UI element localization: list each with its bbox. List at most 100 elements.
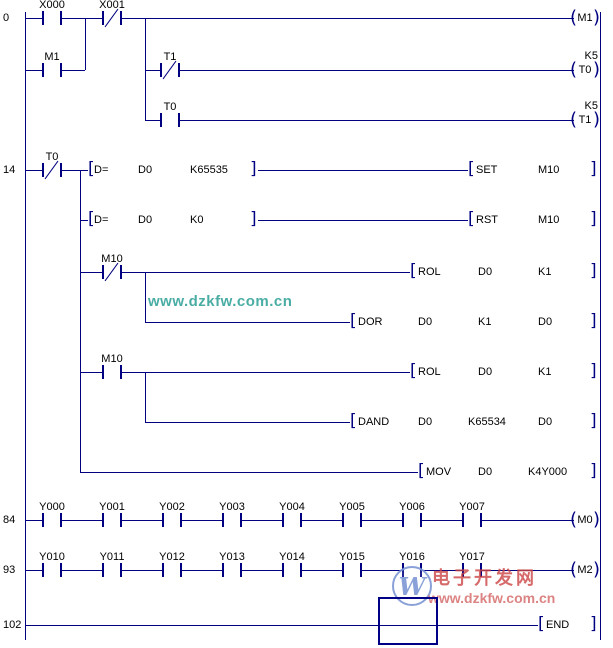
close-bracket-icon: ] — [590, 159, 597, 179]
edit-cursor[interactable] — [378, 597, 438, 645]
contact-y001[interactable] — [102, 513, 122, 527]
contact-bar — [160, 63, 162, 77]
paren-close-icon: ) — [592, 509, 600, 530]
contact-label: T0 — [163, 101, 177, 113]
contact-label: Y013 — [219, 551, 245, 563]
nc-slash-icon — [104, 8, 119, 28]
instruction-end[interactable]: [END] — [538, 614, 598, 636]
coil-m2[interactable]: (M2) — [570, 559, 600, 581]
contact-bar — [240, 513, 242, 527]
contact-bar — [222, 513, 224, 527]
operand: SET — [476, 164, 498, 176]
paren-open-icon: ( — [570, 109, 578, 130]
wire-segment — [25, 18, 42, 19]
contact-y010[interactable] — [42, 563, 62, 577]
contact-bar — [360, 513, 362, 527]
operand: DAND — [358, 416, 390, 428]
wire-segment — [362, 570, 402, 571]
contact-y000[interactable] — [42, 513, 62, 527]
contact-y015[interactable] — [342, 563, 362, 577]
contact-y013[interactable] — [222, 563, 242, 577]
wire-segment — [80, 372, 102, 373]
instruction-set[interactable]: [SET M10] — [468, 159, 598, 181]
contact-bar — [300, 563, 302, 577]
operand: K1 — [538, 266, 552, 278]
paren-open-icon: ( — [570, 559, 578, 580]
coil-t1[interactable]: (T1) — [570, 109, 600, 131]
contact-bar — [360, 563, 362, 577]
contact-bar — [180, 513, 182, 527]
wire-segment — [258, 220, 468, 221]
contact-label: T1 — [163, 51, 177, 63]
wire-segment — [362, 520, 402, 521]
coil-label: T1 — [578, 114, 592, 126]
open-bracket-icon: [ — [410, 361, 417, 381]
contact-y002[interactable] — [162, 513, 182, 527]
power-rail-left — [25, 12, 26, 640]
operand: K4Y000 — [528, 466, 568, 478]
contact-bar — [42, 163, 44, 177]
contact-y014[interactable] — [282, 563, 302, 577]
contact-bar — [282, 513, 284, 527]
contact-t0[interactable] — [42, 160, 62, 180]
contact-y005[interactable] — [342, 513, 362, 527]
contact-bar — [60, 513, 62, 527]
contact-label: X000 — [39, 0, 65, 11]
contact-m10[interactable] — [102, 365, 122, 379]
contact-y011[interactable] — [102, 563, 122, 577]
close-bracket-icon: ] — [590, 261, 597, 281]
paren-open-icon: ( — [570, 7, 578, 28]
contact-t1[interactable] — [160, 60, 180, 80]
operand: M10 — [538, 214, 560, 226]
contact-x000[interactable] — [42, 11, 62, 25]
coil-m1[interactable]: (M1) — [570, 7, 600, 29]
contact-bar — [102, 513, 104, 527]
operand: K65535 — [190, 164, 228, 176]
wire-segment — [62, 520, 102, 521]
contact-m1[interactable] — [42, 63, 62, 77]
operand: D0 — [478, 366, 493, 378]
rung-step-number: 14 — [3, 164, 16, 176]
operand: M10 — [538, 164, 560, 176]
contact-bar — [180, 563, 182, 577]
contact-bar — [420, 513, 422, 527]
close-bracket-icon: ] — [590, 461, 597, 481]
wire-segment — [80, 272, 102, 273]
wire-segment — [242, 570, 282, 571]
contact-bar — [120, 563, 122, 577]
contact-m10[interactable] — [102, 262, 122, 282]
contact-label: M10 — [101, 253, 123, 265]
wire-segment — [62, 570, 102, 571]
contact-x001[interactable] — [102, 8, 122, 28]
open-bracket-icon: [ — [468, 159, 475, 179]
contact-label: Y012 — [159, 551, 185, 563]
contact-t0[interactable] — [160, 113, 180, 127]
operand: ROL — [418, 366, 441, 378]
contact-y004[interactable] — [282, 513, 302, 527]
contact-y007[interactable] — [462, 513, 482, 527]
coil-m0[interactable]: (M0) — [570, 509, 600, 531]
contact-bar — [402, 513, 404, 527]
contact-y017[interactable] — [462, 563, 482, 577]
contact-bar — [462, 513, 464, 527]
contact-bar — [120, 265, 122, 279]
contact-bar — [102, 365, 104, 379]
wire-segment — [80, 472, 418, 473]
contact-y003[interactable] — [222, 513, 242, 527]
contact-bar — [480, 513, 482, 527]
coil-t0[interactable]: (T0) — [570, 59, 600, 81]
operand: D0 — [418, 416, 433, 428]
contact-bar — [282, 563, 284, 577]
operand: ROL — [418, 266, 441, 278]
contact-y006[interactable] — [402, 513, 422, 527]
contact-y012[interactable] — [162, 563, 182, 577]
